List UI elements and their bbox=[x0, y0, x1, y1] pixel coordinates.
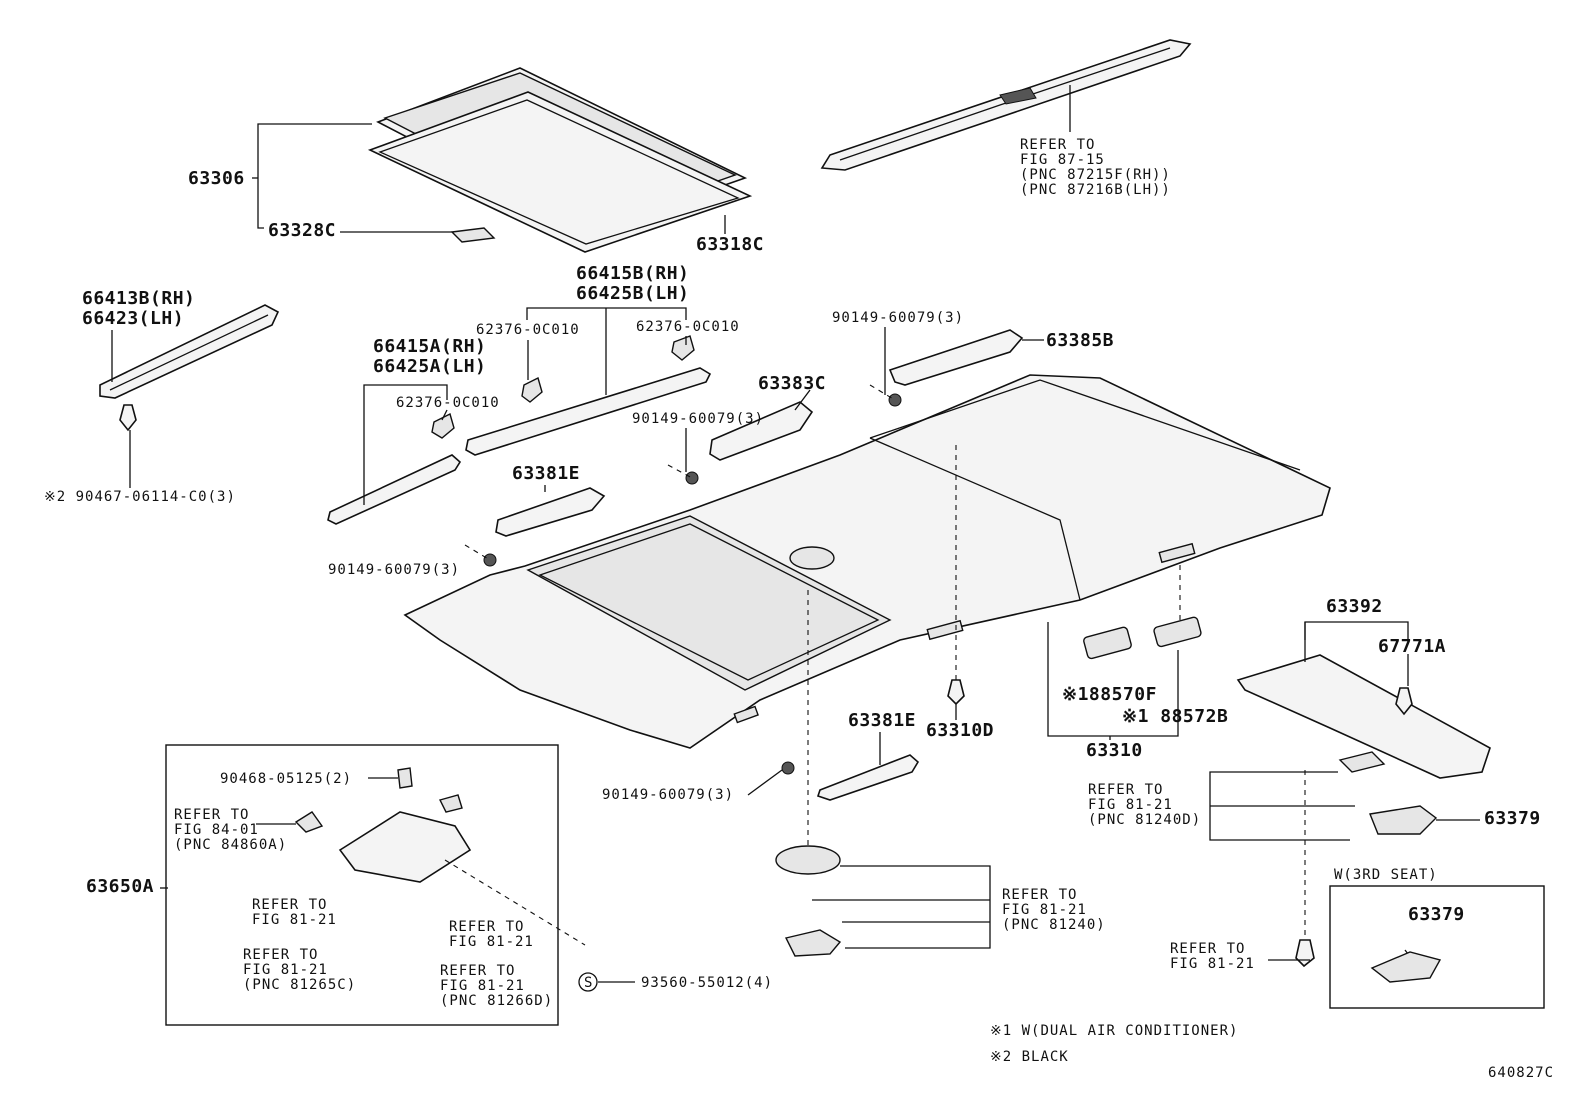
note-2: ※2 BLACK bbox=[990, 1049, 1069, 1065]
part-label-63650a: 63650A bbox=[86, 876, 155, 897]
bracket-63381e-rear bbox=[816, 754, 920, 801]
part-label-90149-a: 90149-60079(3) bbox=[832, 310, 965, 326]
screw-4 bbox=[781, 761, 795, 775]
third-seat-box bbox=[1329, 885, 1545, 1009]
part-label-63318c: 63318C bbox=[696, 234, 765, 255]
console-box bbox=[165, 744, 559, 1026]
rear-trim bbox=[1236, 654, 1491, 779]
rail-b bbox=[465, 367, 712, 456]
console-housing bbox=[338, 811, 472, 883]
part-label-63392: 63392 bbox=[1326, 596, 1383, 617]
center-lamp-ring bbox=[775, 845, 841, 875]
part-label-63383c: 63383C bbox=[758, 373, 827, 394]
part-label-88570f: ※188570F bbox=[1062, 684, 1157, 705]
clip-62376-c bbox=[431, 412, 455, 439]
clip-62376-a bbox=[521, 376, 543, 403]
console-part-84 bbox=[294, 811, 324, 833]
s-symbol: S bbox=[584, 975, 594, 991]
figure-code: 640827C bbox=[1488, 1065, 1555, 1081]
plug-88570f bbox=[1083, 626, 1132, 660]
part-label-66413b: 66413B(RH) bbox=[82, 288, 196, 309]
bottom-clip bbox=[1295, 939, 1315, 968]
part-label-63328c: 63328C bbox=[268, 220, 337, 241]
part-label-90149-b: 90149-60079(3) bbox=[632, 411, 765, 427]
clip-62376-b bbox=[671, 335, 695, 361]
part-label-90149-d: 90149-60079(3) bbox=[602, 787, 735, 803]
screw-1 bbox=[888, 393, 902, 407]
third-seat-note: W(3RD SEAT) bbox=[1334, 867, 1438, 883]
part-label-90467: ※2 90467-06114-C0(3) bbox=[44, 489, 236, 505]
part-label-63310d: 63310D bbox=[926, 720, 995, 741]
sunshade-panel bbox=[367, 67, 753, 253]
screw-2 bbox=[685, 471, 699, 485]
headliner bbox=[403, 374, 1331, 749]
part-label-67771a: 67771A bbox=[1378, 636, 1447, 657]
part-label-66415a: 66415A(RH) bbox=[373, 336, 487, 357]
side-rail-upper bbox=[99, 304, 280, 399]
part-label-63385b: 63385B bbox=[1046, 330, 1115, 351]
part-label-63381e-rear: 63381E bbox=[848, 710, 917, 731]
part-label-62376-b: 62376-0C010 bbox=[636, 319, 740, 335]
part-label-63381e-front: 63381E bbox=[512, 463, 581, 484]
bracket-63385b bbox=[888, 329, 1024, 386]
part-label-90149-c: 90149-60079(3) bbox=[328, 562, 461, 578]
part-label-63379-3rd: 63379 bbox=[1408, 904, 1465, 925]
sunshade-stop bbox=[450, 227, 496, 243]
part-label-66425b: 66425B(LH) bbox=[576, 283, 690, 304]
rear-lamp bbox=[1338, 751, 1386, 773]
clip-90467 bbox=[119, 404, 137, 432]
part-label-63306: 63306 bbox=[188, 168, 245, 189]
part-label-66415b: 66415B(RH) bbox=[576, 263, 690, 284]
screw-3 bbox=[483, 553, 497, 567]
center-lamp-lens bbox=[784, 929, 842, 957]
note-1: ※1 W(DUAL AIR CONDITIONER) bbox=[990, 1023, 1239, 1039]
plug-88572b bbox=[1153, 616, 1202, 648]
rail-a bbox=[327, 454, 462, 525]
part-label-62376-c: 62376-0C010 bbox=[396, 395, 500, 411]
part-label-90468: 90468-05125(2) bbox=[220, 771, 353, 787]
part-label-66423: 66423(LH) bbox=[82, 308, 185, 329]
lamp-cover-3rd bbox=[1370, 951, 1442, 983]
part-label-66425a: 66425A(LH) bbox=[373, 356, 487, 377]
lamp-cover bbox=[1369, 805, 1438, 835]
part-label-62376-a: 62376-0C010 bbox=[476, 322, 580, 338]
bracket-63381e-front bbox=[495, 487, 606, 537]
part-label-93560: 93560-55012(4) bbox=[641, 975, 774, 991]
console-screw bbox=[397, 767, 413, 789]
bracket-63383c bbox=[709, 401, 814, 461]
rear-clip bbox=[1395, 687, 1413, 716]
part-label-88572b: ※1 88572B bbox=[1122, 706, 1229, 727]
clip-63310d bbox=[947, 679, 965, 706]
part-label-63379: 63379 bbox=[1484, 808, 1541, 829]
part-label-63310: 63310 bbox=[1086, 740, 1143, 761]
console-connector bbox=[438, 794, 463, 813]
roof-side-rail bbox=[820, 39, 1192, 171]
